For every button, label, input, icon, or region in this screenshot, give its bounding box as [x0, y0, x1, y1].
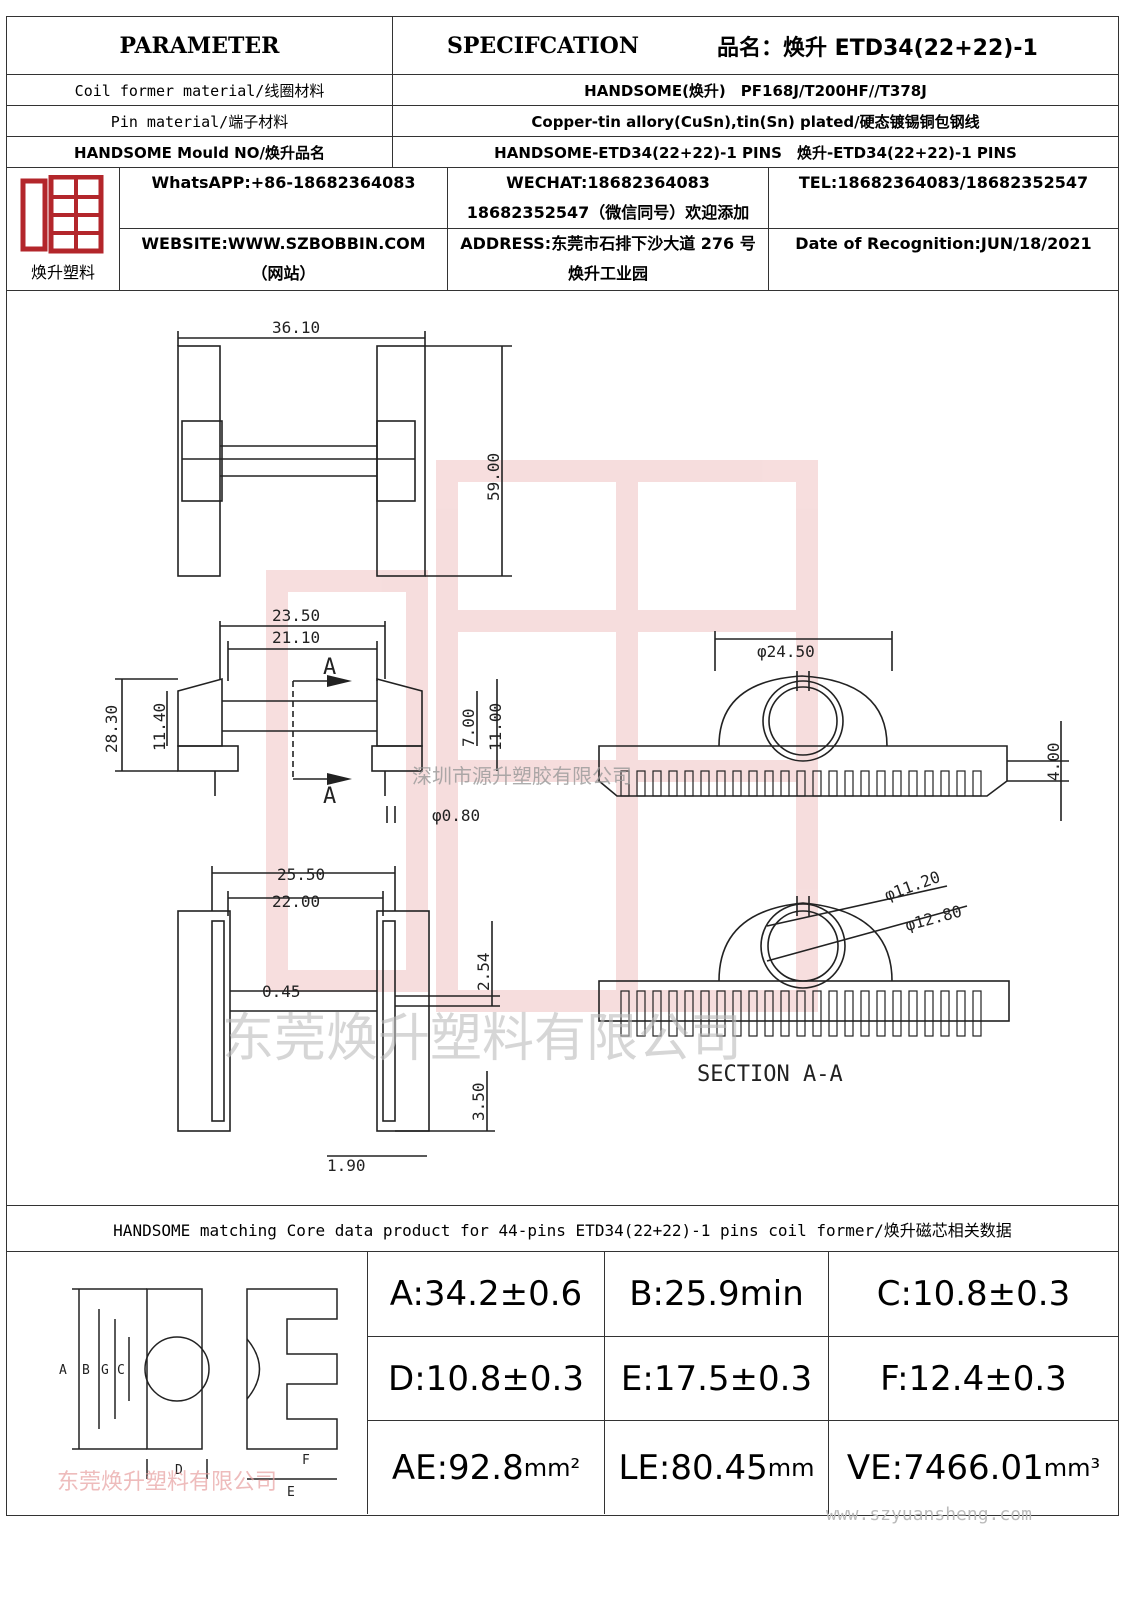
dim-4-00: 4.00	[1044, 742, 1063, 781]
dim-3-50: 3.50	[469, 1082, 488, 1121]
core-heading-row: HANDSOME matching Core data product for …	[6, 1206, 1119, 1252]
param-value: HANDSOME(焕升) PF168J/T200HF//T378J	[392, 75, 1118, 105]
address-text: ADDRESS:东莞市石排下沙大道 276 号焕升工业园	[447, 228, 768, 291]
dim-24-50: φ24.50	[757, 642, 815, 661]
ae-value: AE:92.8	[391, 1447, 524, 1488]
dim-7-00: 7.00	[459, 708, 478, 747]
company-logo-icon	[20, 175, 104, 254]
le-value: LE:80.45	[618, 1447, 768, 1488]
core-letter-b: B	[82, 1363, 90, 1378]
ve-value: VE:7466.01	[846, 1447, 1044, 1488]
pins-front-view	[620, 770, 982, 797]
product-name: 品名：焕升 ETD34(22+22)-1	[717, 35, 1038, 61]
core-value-f: F:12.4±0.3	[828, 1336, 1118, 1420]
watermark-logo-icon	[266, 460, 818, 1012]
section-mark-bottom: A	[323, 784, 336, 809]
recognition-date: Date of Recognition:JUN/18/2021	[768, 228, 1118, 291]
dim-23-50: 23.50	[272, 606, 320, 625]
core-diagram-cell: A B G C D F E 东莞焕升塑料有限公司	[7, 1252, 367, 1515]
section-label: SECTION A-A	[697, 1062, 843, 1087]
ae-unit: mm²	[523, 1453, 581, 1482]
logo-cell: 焕升塑料	[7, 168, 119, 290]
whatsapp-text: WhatsAPP:+86-18682364083	[119, 168, 447, 228]
website-link[interactable]: WEBSITE:WWW.SZBOBBIN.COM（网站）	[119, 228, 447, 291]
footer-url[interactable]: www.szyuansheng.com	[826, 1504, 1032, 1525]
dim-21-10: 21.10	[272, 628, 320, 647]
contact-grid: WhatsAPP:+86-18682364083 WECHAT:18682364…	[119, 168, 1118, 291]
param-label: HANDSOME Mould NO/焕升品名	[74, 143, 325, 162]
spec-sheet: PARAMETER SPECIFCATION 品名：焕升 ETD34(22+22…	[6, 16, 1119, 1570]
logo-caption: 焕升塑料	[30, 263, 95, 282]
param-row-mould: HANDSOME Mould NO/焕升品名 HANDSOME-ETD34(22…	[6, 137, 1119, 168]
dim-11-40: 11.40	[150, 703, 169, 751]
dim-11-00: 11.00	[486, 703, 505, 751]
wechat-text: WECHAT:18682364083 18682352547（微信同号）欢迎添加	[447, 168, 768, 228]
section-arrows	[327, 675, 352, 785]
dim-36-10: 36.10	[272, 318, 320, 337]
core-values-grid: A:34.2±0.6 B:25.9min C:10.8±0.3 D:10.8±0…	[367, 1252, 1118, 1515]
param-value: HANDSOME-ETD34(22+22)-1 PINS 焕升-ETD34(22…	[392, 137, 1118, 167]
param-row-pin: Pin material/端子材料 Copper-tin allory(CuSn…	[6, 106, 1119, 137]
param-row-coil: Coil former material/线圈材料 HANDSOME(焕升) P…	[6, 75, 1119, 106]
param-label: Coil former material/线圈材料	[74, 81, 325, 100]
core-heading: HANDSOME matching Core data product for …	[113, 1220, 1012, 1240]
header-row: PARAMETER SPECIFCATION 品名：焕升 ETD34(22+22…	[6, 16, 1119, 75]
dim-28-30: 28.30	[102, 705, 121, 753]
pins-section-view	[620, 990, 982, 1037]
core-block: A B G C D F E 东莞焕升塑料有限公司 A:34.2±0.6 B:25…	[6, 1252, 1119, 1516]
drawing-area: 36.10 23.50 21.10 A A φ0.80 φ24.50 25.50…	[6, 291, 1119, 1206]
core-value-e: E:17.5±0.3	[604, 1336, 828, 1420]
core-letter-a: A	[59, 1363, 67, 1378]
watermark-text-1: 深圳市源升塑胶有限公司	[412, 764, 632, 788]
core-watermark: 东莞焕升塑料有限公司	[57, 1470, 277, 1495]
core-diagram: A B G C D F E 东莞焕升塑料有限公司	[57, 1287, 338, 1500]
tel-text: TEL:18682364083/18682352547	[768, 168, 1118, 228]
param-value: Copper-tin allory(CuSn),tin(Sn) plated/硬…	[392, 106, 1118, 136]
dim-12-80: φ12.80	[903, 902, 964, 935]
dim-25-50: 25.50	[277, 865, 325, 884]
dim-2-54: 2.54	[474, 952, 493, 991]
le-unit: mm	[767, 1453, 815, 1482]
core-letter-d: D	[175, 1463, 183, 1478]
core-value-c: C:10.8±0.3	[828, 1252, 1118, 1336]
dim-22-00: 22.00	[272, 892, 320, 911]
core-letter-f: F	[302, 1453, 310, 1468]
company-block: 焕升塑料 WhatsAPP:+86-18682364083 WECHAT:186…	[6, 168, 1119, 291]
dim-1-90: 1.90	[327, 1156, 366, 1175]
parameter-heading: PARAMETER	[119, 32, 280, 59]
core-letter-c: C	[117, 1363, 125, 1378]
core-value-d: D:10.8±0.3	[367, 1336, 604, 1420]
core-value-a: A:34.2±0.6	[367, 1252, 604, 1336]
dim-59-00: 59.00	[484, 453, 503, 501]
spec-title: SPECIFCATION	[447, 32, 639, 59]
section-mark-top: A	[323, 655, 336, 680]
specification-heading: SPECIFCATION 品名：焕升 ETD34(22+22)-1	[392, 17, 1118, 74]
param-label: Pin material/端子材料	[110, 112, 289, 131]
ve-unit: mm³	[1043, 1453, 1101, 1482]
dim-11-20: φ11.20	[882, 867, 943, 905]
technical-drawing: 36.10 23.50 21.10 A A φ0.80 φ24.50 25.50…	[102, 318, 1069, 1175]
core-letter-g: G	[101, 1363, 109, 1378]
dim-pin-diameter: φ0.80	[432, 806, 480, 825]
dim-0-45: 0.45	[262, 982, 301, 1001]
core-letter-e: E	[287, 1485, 295, 1500]
core-value-b: B:25.9min	[604, 1252, 828, 1336]
watermark-text-2: 东莞焕升塑料有限公司	[222, 1009, 742, 1069]
